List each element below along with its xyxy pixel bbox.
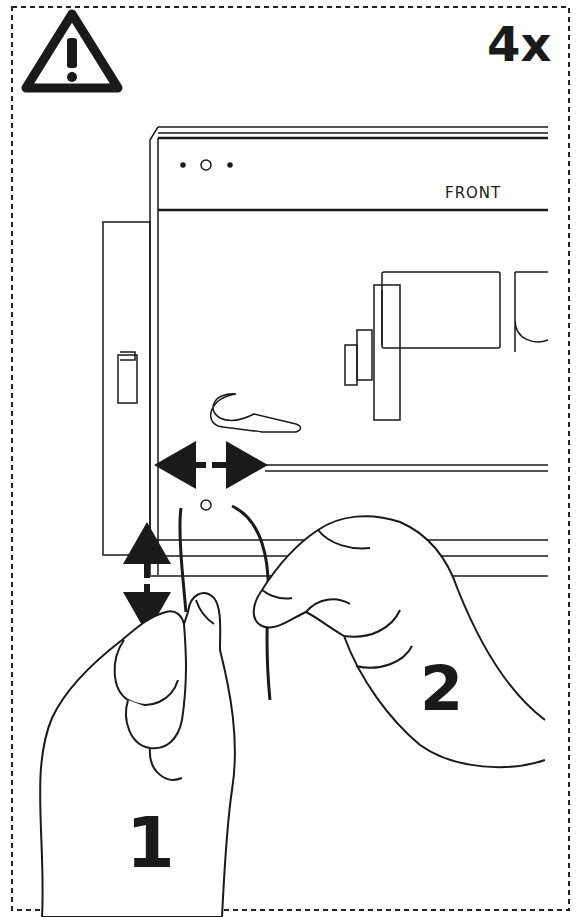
move-arrow <box>160 462 206 468</box>
quantity-label: 4x <box>485 20 553 68</box>
front-marking: FRONT <box>443 186 503 201</box>
warning-symbol <box>26 14 118 88</box>
move-arrow <box>212 462 262 468</box>
right-hand <box>254 516 545 767</box>
step-number: 2 <box>418 658 465 720</box>
left-hand <box>40 593 235 917</box>
move-arrow <box>144 528 150 578</box>
step-number: 1 <box>124 808 177 878</box>
cable-tie <box>180 508 186 612</box>
drawer-panel <box>103 127 548 576</box>
